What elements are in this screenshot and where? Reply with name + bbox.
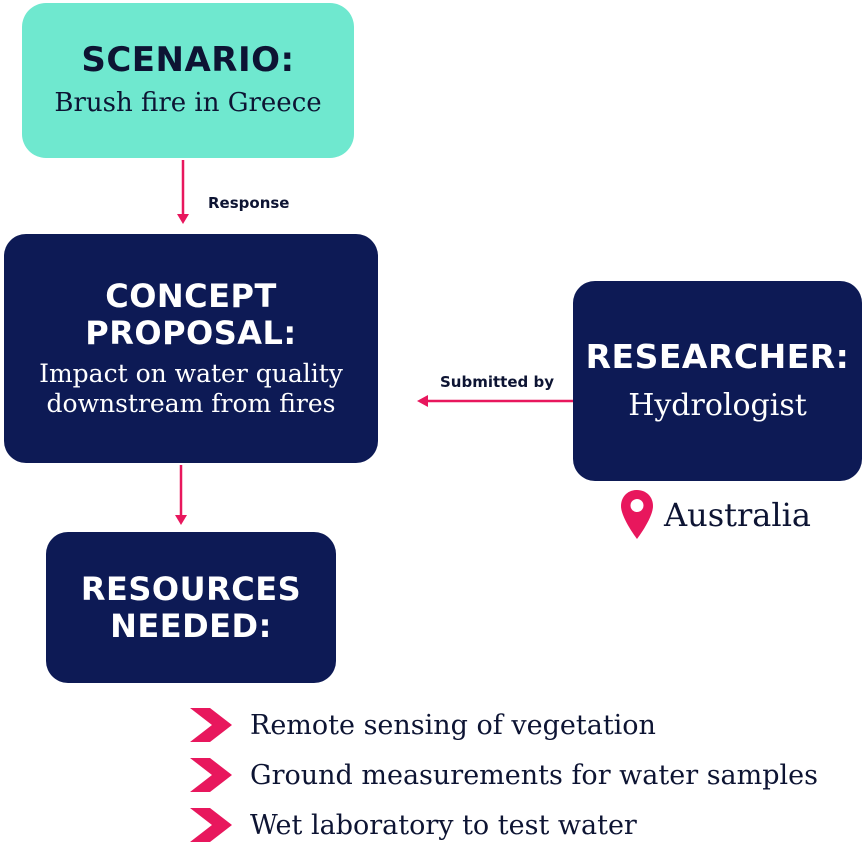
resource-item-text: Ground measurements for water samples	[250, 759, 819, 791]
list-item: Remote sensing of vegetation	[190, 700, 818, 750]
scenario-box: SCENARIO: Brush fire in Greece	[22, 3, 354, 158]
chevron-right-icon	[190, 758, 232, 792]
submitted-by-label: Submitted by	[440, 373, 554, 391]
location-text: Australia	[664, 496, 811, 534]
concept-title: CONCEPT PROPOSAL:	[85, 276, 297, 352]
arrow-submitted-head	[417, 395, 428, 407]
resources-box: RESOURCES NEEDED:	[46, 532, 336, 683]
list-item: Wet laboratory to test water	[190, 800, 818, 850]
researcher-text: Hydrologist	[628, 387, 807, 423]
resource-item-text: Remote sensing of vegetation	[250, 709, 656, 741]
scenario-text: Brush fire in Greece	[54, 88, 322, 119]
resource-item-text: Wet laboratory to test water	[250, 809, 637, 841]
resources-title: RESOURCES NEEDED:	[80, 569, 302, 645]
response-label: Response	[208, 194, 290, 212]
location: Australia	[620, 488, 811, 542]
chevron-right-icon	[190, 708, 232, 742]
resource-list: Remote sensing of vegetation Ground meas…	[190, 700, 818, 850]
researcher-title: RESEARCHER:	[585, 337, 850, 377]
chevron-right-icon	[190, 808, 232, 842]
arrow-resources-head	[175, 515, 187, 525]
list-item: Ground measurements for water samples	[190, 750, 818, 800]
arrow-response-head	[177, 214, 189, 224]
researcher-box: RESEARCHER: Hydrologist	[573, 281, 862, 481]
concept-box: CONCEPT PROPOSAL: Impact on water qualit…	[4, 234, 378, 463]
map-pin-icon	[621, 490, 653, 539]
scenario-title: SCENARIO:	[81, 40, 295, 81]
concept-text: Impact on water quality downstream from …	[39, 359, 343, 419]
